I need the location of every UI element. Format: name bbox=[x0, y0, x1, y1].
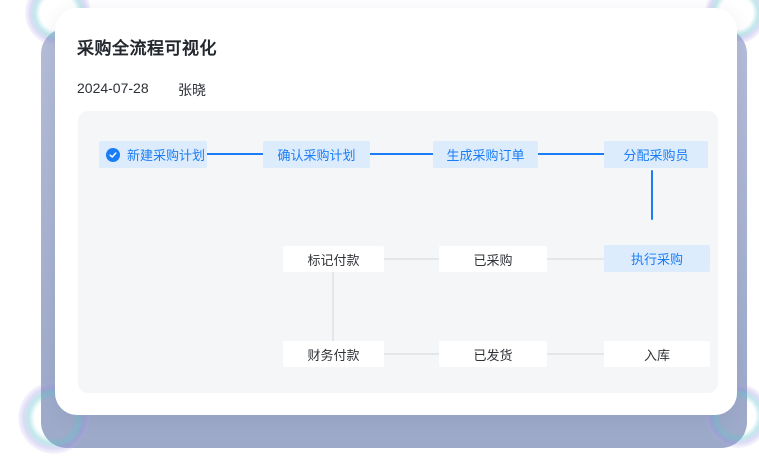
flow-node-label: 生成采购订单 bbox=[446, 148, 525, 163]
flow-node-label: 已发货 bbox=[473, 347, 513, 363]
flow-node-finance-payment[interactable]: 财务付款 bbox=[283, 341, 384, 367]
user-name-label: 张晓 bbox=[178, 82, 206, 98]
connector-gray-2 bbox=[547, 258, 604, 260]
flow-node-warehouse-in[interactable]: 入库 bbox=[604, 341, 710, 367]
flow-node-label: 新建采购计划 bbox=[127, 148, 206, 163]
connector-gray-vertical bbox=[332, 272, 334, 341]
flow-node-label: 已采购 bbox=[473, 252, 513, 268]
process-card: 采购全流程可视化 2024-07-28 张晓 新建采购计划 确认采购计划 生成采… bbox=[55, 8, 737, 415]
flow-node-label: 分配采购员 bbox=[623, 148, 689, 163]
page-title: 采购全流程可视化 bbox=[77, 39, 217, 58]
connector-gray-3 bbox=[384, 353, 439, 355]
flow-node-assign-buyer[interactable]: 分配采购员 bbox=[604, 141, 708, 168]
connector-blue-vertical bbox=[651, 170, 653, 220]
flow-node-mark-payment[interactable]: 标记付款 bbox=[283, 246, 384, 272]
connector-blue-3 bbox=[538, 153, 604, 155]
flow-node-confirm-plan[interactable]: 确认采购计划 bbox=[263, 141, 370, 168]
flow-node-label: 入库 bbox=[643, 347, 670, 363]
flow-node-label: 标记付款 bbox=[307, 252, 360, 268]
flow-node-label: 确认采购计划 bbox=[277, 148, 356, 163]
flow-node-generate-order[interactable]: 生成采购订单 bbox=[433, 141, 538, 168]
flow-node-label: 执行采购 bbox=[630, 252, 683, 267]
flow-node-shipped[interactable]: 已发货 bbox=[439, 341, 547, 367]
connector-blue-1 bbox=[207, 153, 263, 155]
flow-panel: 新建采购计划 确认采购计划 生成采购订单 分配采购员 标记付款 已采购 bbox=[78, 111, 718, 393]
flow-node-new-plan[interactable]: 新建采购计划 bbox=[99, 141, 207, 168]
check-circle-icon bbox=[106, 147, 120, 162]
flow-node-purchased[interactable]: 已采购 bbox=[439, 246, 547, 272]
connector-gray-1 bbox=[384, 258, 439, 260]
flow-node-execute-purchase[interactable]: 执行采购 bbox=[604, 245, 710, 272]
date-label: 2024-07-28 bbox=[77, 80, 149, 96]
flow-node-label: 财务付款 bbox=[307, 347, 360, 363]
connector-blue-2 bbox=[370, 153, 433, 155]
connector-gray-4 bbox=[547, 353, 604, 355]
